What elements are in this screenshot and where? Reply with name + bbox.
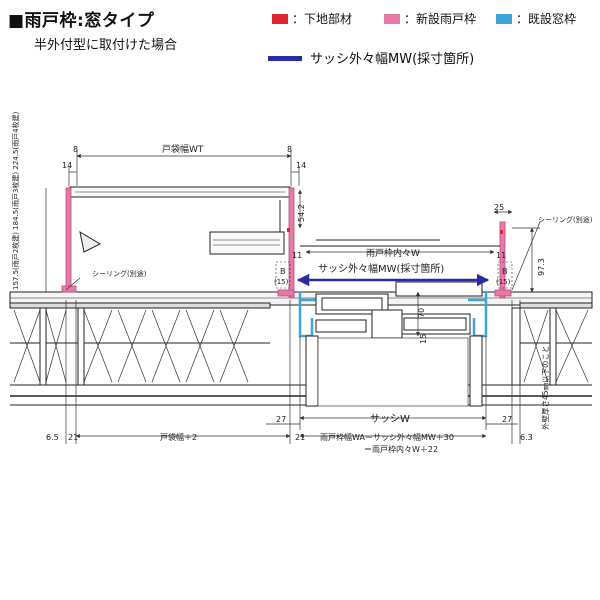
- dim-25: 25: [494, 203, 504, 212]
- base-members: [287, 228, 503, 234]
- dim-left-8: 8: [73, 145, 78, 154]
- legend-label-base: ：下地部材: [292, 12, 353, 26]
- dim-b-left: B: [280, 267, 286, 276]
- sash-detail: [305, 281, 483, 407]
- legend-label-new-frame: ：新設雨戸枠: [404, 12, 477, 26]
- dim-97-3: 97.3: [537, 258, 546, 276]
- dim-21-right: 21: [295, 433, 305, 442]
- sealing-left: シーリング(別途): [92, 269, 147, 278]
- dim-21-left: 21: [68, 433, 78, 442]
- tobukuro-stack: 157.5(雨戸2枚建) 184.5(雨戸3枚建) 224.5(雨戸4枚建): [11, 111, 20, 290]
- wall-note: 外壁厚さ45㎜以下のこと: [540, 345, 550, 430]
- inner-rail: [300, 239, 500, 247]
- dim-11-right: 11: [496, 251, 506, 260]
- dimension-lines: [45, 150, 541, 444]
- dim-right-8: 8: [287, 145, 292, 154]
- new-frame: [61, 187, 512, 299]
- dim-6-5: 6.5: [46, 433, 59, 442]
- dim-15: 15: [419, 334, 428, 344]
- dim-6-3: 6.3: [520, 433, 533, 442]
- dim-15-left: (15): [274, 278, 289, 286]
- dim-27-left: 27: [276, 415, 286, 424]
- studs: [39, 307, 557, 386]
- dim-amado-uchi: 雨戸枠内々W: [366, 247, 420, 259]
- dim-11-left: 11: [292, 251, 302, 260]
- page-title: ■雨戸枠:窓タイプ: [8, 11, 155, 31]
- dim-15-right: (15): [496, 278, 511, 286]
- legend-swatch-new-frame: [384, 13, 400, 24]
- dim-tobukuro-wt: 戸袋幅WT: [162, 143, 204, 155]
- dim-sash-mw: サッシ外々幅MW(採寸箇所): [318, 262, 444, 275]
- formula-1: 雨戸枠幅WA＝サッシ外々幅MW＋30: [320, 432, 454, 442]
- legend-line-swatch: [268, 56, 302, 61]
- legend-swatch-existing-frame: [496, 13, 512, 24]
- sealing-right: シーリング(別途): [538, 215, 593, 224]
- dim-right-14: 14: [296, 161, 306, 170]
- dim-left-14: 14: [62, 161, 72, 170]
- legend-item-new-frame: ：新設雨戸枠: [384, 10, 476, 27]
- dim-tobukuro-plus: 戸袋幅＋2: [160, 432, 197, 442]
- dim-54-2: 54.2: [297, 204, 306, 222]
- insulation-left: [13, 309, 249, 383]
- dim-b-right: B: [502, 267, 508, 276]
- legend-line-label: サッシ外々幅MW(採寸箇所): [310, 52, 475, 67]
- dim-70: 70: [417, 308, 426, 318]
- insulation-right: [523, 309, 589, 383]
- legend-label-existing-frame: ：既設窓枠: [516, 12, 577, 26]
- legend-item-base: ：下地部材: [272, 10, 352, 27]
- dimension-labels: 8 8 14 14 戸袋幅WT 54.2 25 11 11 97.3 雨戸枠内々…: [11, 111, 593, 454]
- dim-27-right: 27: [502, 415, 512, 424]
- formula-2: ＝雨戸枠内々W＋22: [364, 444, 438, 454]
- page-subtitle: 半外付型に取付けた場合: [34, 38, 178, 53]
- legend-swatch-base: [272, 13, 288, 24]
- legend-item-existing-frame: ：既設窓枠: [496, 10, 576, 27]
- dim-sash-w: サッシW: [370, 413, 410, 425]
